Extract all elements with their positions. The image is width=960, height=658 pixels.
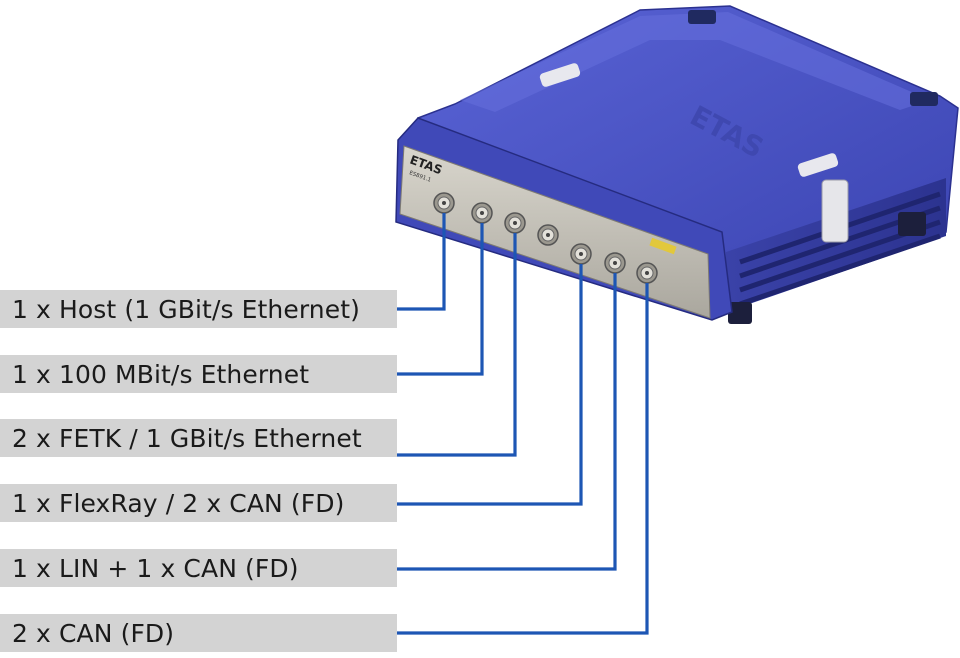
- connector-fetk-1: [504, 212, 526, 234]
- port-label-flexray: 1 x FlexRay / 2 x CAN (FD): [0, 484, 397, 522]
- device-top-ridge: [460, 12, 930, 112]
- port-label-host: 1 x Host (1 GBit/s Ethernet): [0, 290, 397, 328]
- port-label-flexray-text: 1 x FlexRay / 2 x CAN (FD): [12, 488, 345, 518]
- foot-front: [728, 302, 752, 324]
- port-label-lin-can: 1 x LIN + 1 x CAN (FD): [0, 549, 397, 587]
- corner-clip-top: [688, 10, 716, 24]
- port-label-can-text: 2 x CAN (FD): [12, 618, 175, 648]
- port-label-100mbit-text: 1 x 100 MBit/s Ethernet: [12, 359, 310, 389]
- leader-line-100mbit: [397, 223, 484, 376]
- port-label-fetk-text: 2 x FETK / 1 GBit/s Ethernet: [12, 423, 362, 453]
- connector-lin-can: [604, 252, 626, 274]
- port-label-host-text: 1 x Host (1 GBit/s Ethernet): [12, 294, 360, 324]
- connector-fetk-2: [537, 224, 559, 246]
- connector-can: [636, 262, 658, 284]
- leader-line-can: [397, 283, 649, 635]
- port-label-100mbit: 1 x 100 MBit/s Ethernet: [0, 355, 397, 393]
- connector-100mbit: [471, 202, 493, 224]
- port-label-fetk: 2 x FETK / 1 GBit/s Ethernet: [0, 419, 397, 457]
- handle-slot-right: [797, 153, 839, 177]
- handle-slot-left: [539, 63, 581, 87]
- leader-line-flexray: [397, 264, 583, 506]
- connector-flexray: [570, 243, 592, 265]
- leader-lines: [397, 213, 649, 635]
- side-latch: [821, 179, 849, 243]
- corner-clip-right: [910, 92, 938, 106]
- port-label-lin-can-text: 1 x LIN + 1 x CAN (FD): [12, 553, 299, 583]
- leader-line-lin-can: [397, 273, 617, 571]
- leader-line-fetk: [397, 233, 517, 457]
- connector-host: [433, 192, 455, 214]
- foot-right: [898, 212, 926, 236]
- leader-line-host: [397, 213, 446, 311]
- panel-status-label: [649, 237, 677, 255]
- port-label-can: 2 x CAN (FD): [0, 614, 397, 652]
